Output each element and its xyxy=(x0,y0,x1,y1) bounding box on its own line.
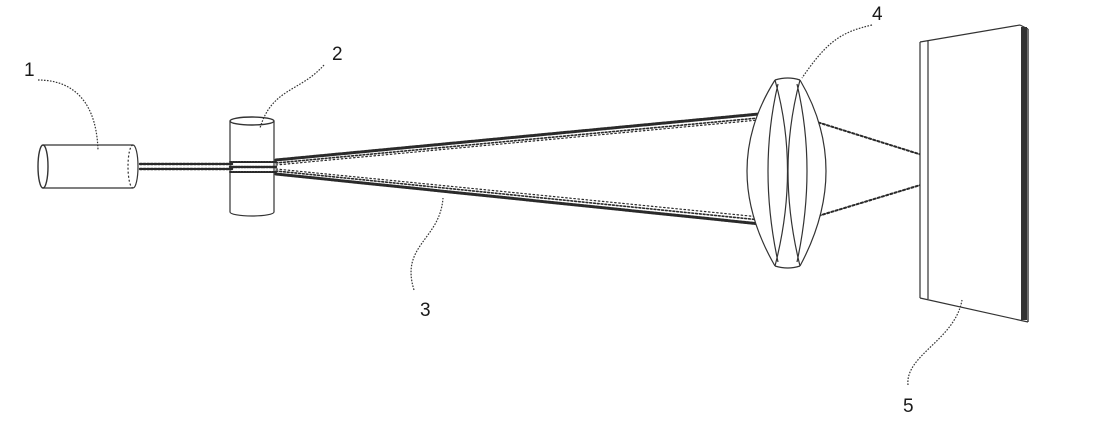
label-target-screen: 5 xyxy=(903,396,914,417)
leader-line-4 xyxy=(802,25,872,78)
label-beam: 3 xyxy=(420,300,431,321)
leader-line-5 xyxy=(908,300,962,385)
leader-line-3 xyxy=(411,198,443,290)
label-laser: 1 xyxy=(24,60,35,81)
laser-source xyxy=(38,145,138,188)
convex-lens xyxy=(747,78,826,268)
label-lens: 4 xyxy=(872,4,883,25)
leader-line-1 xyxy=(38,80,98,150)
label-beam-expander: 2 xyxy=(332,44,343,65)
target-screen xyxy=(920,25,1028,322)
